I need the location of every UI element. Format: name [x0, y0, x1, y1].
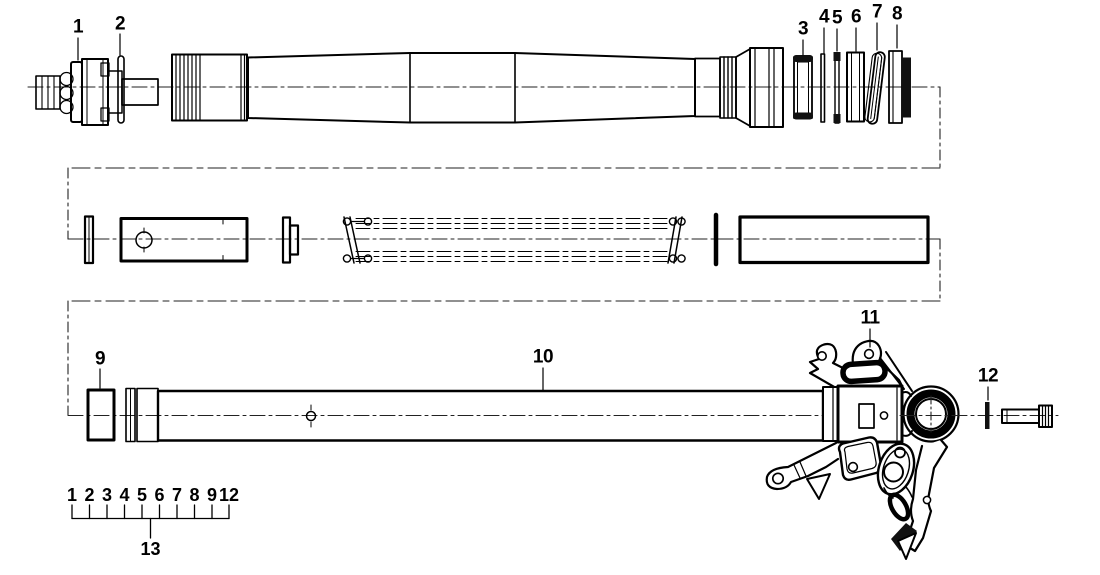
legend-item-5: 5: [136, 485, 148, 505]
middle-row-tube: [738, 215, 930, 265]
callout-part-1: 1: [72, 16, 84, 38]
part-12-drawing: [985, 402, 1053, 429]
callout-part-8: 8: [891, 3, 903, 25]
part-1-drawing: [35, 58, 159, 126]
part-9-drawing: [86, 388, 116, 442]
callout-part-7: 7: [871, 1, 883, 23]
part-6-drawing: [846, 51, 865, 123]
middle-row-flanged-bushing: [281, 216, 300, 264]
part-4-drawing: [820, 53, 826, 123]
part-8-drawing: [888, 50, 911, 124]
centerlines: [27, 86, 941, 417]
hub-centerline: [899, 395, 1059, 433]
legend-item-1: 1: [66, 485, 78, 505]
legend-item-7: 7: [171, 485, 183, 505]
legend-item-3: 3: [101, 485, 113, 505]
legend-item-2: 2: [84, 485, 95, 505]
legend-item-8: 8: [189, 485, 200, 505]
legend-item-9: 9: [206, 485, 218, 505]
callout-part-10: 10: [532, 346, 554, 368]
callout-part-3: 3: [797, 18, 809, 40]
callout-part-2: 2: [114, 13, 126, 35]
part-11-drawing: [765, 339, 960, 560]
callout-part-11: 11: [860, 307, 880, 329]
part-3-drawing: [793, 55, 813, 120]
legend-bracket: [71, 504, 230, 539]
middle-row-plate: [119, 217, 249, 263]
part-5-drawing: [833, 52, 841, 124]
part-2-drawing: [117, 55, 125, 124]
callout-part-6: 6: [850, 6, 862, 28]
legend-group-label-13: 13: [140, 539, 161, 559]
callout-leader-lines: [77, 22, 989, 401]
upper-shaft-drawing: [171, 47, 784, 128]
middle-row-spring: [342, 216, 686, 264]
middle-row-washer-left: [83, 215, 95, 265]
legend-item-4: 4: [119, 485, 130, 505]
callout-part-12: 12: [977, 365, 999, 387]
callout-part-4: 4: [818, 6, 830, 28]
part-7-drawing: [864, 51, 886, 125]
callout-part-5: 5: [831, 7, 843, 29]
callout-part-9: 9: [94, 348, 106, 370]
legend-item-6: 6: [154, 485, 165, 505]
legend-item-12: 12: [218, 485, 240, 505]
